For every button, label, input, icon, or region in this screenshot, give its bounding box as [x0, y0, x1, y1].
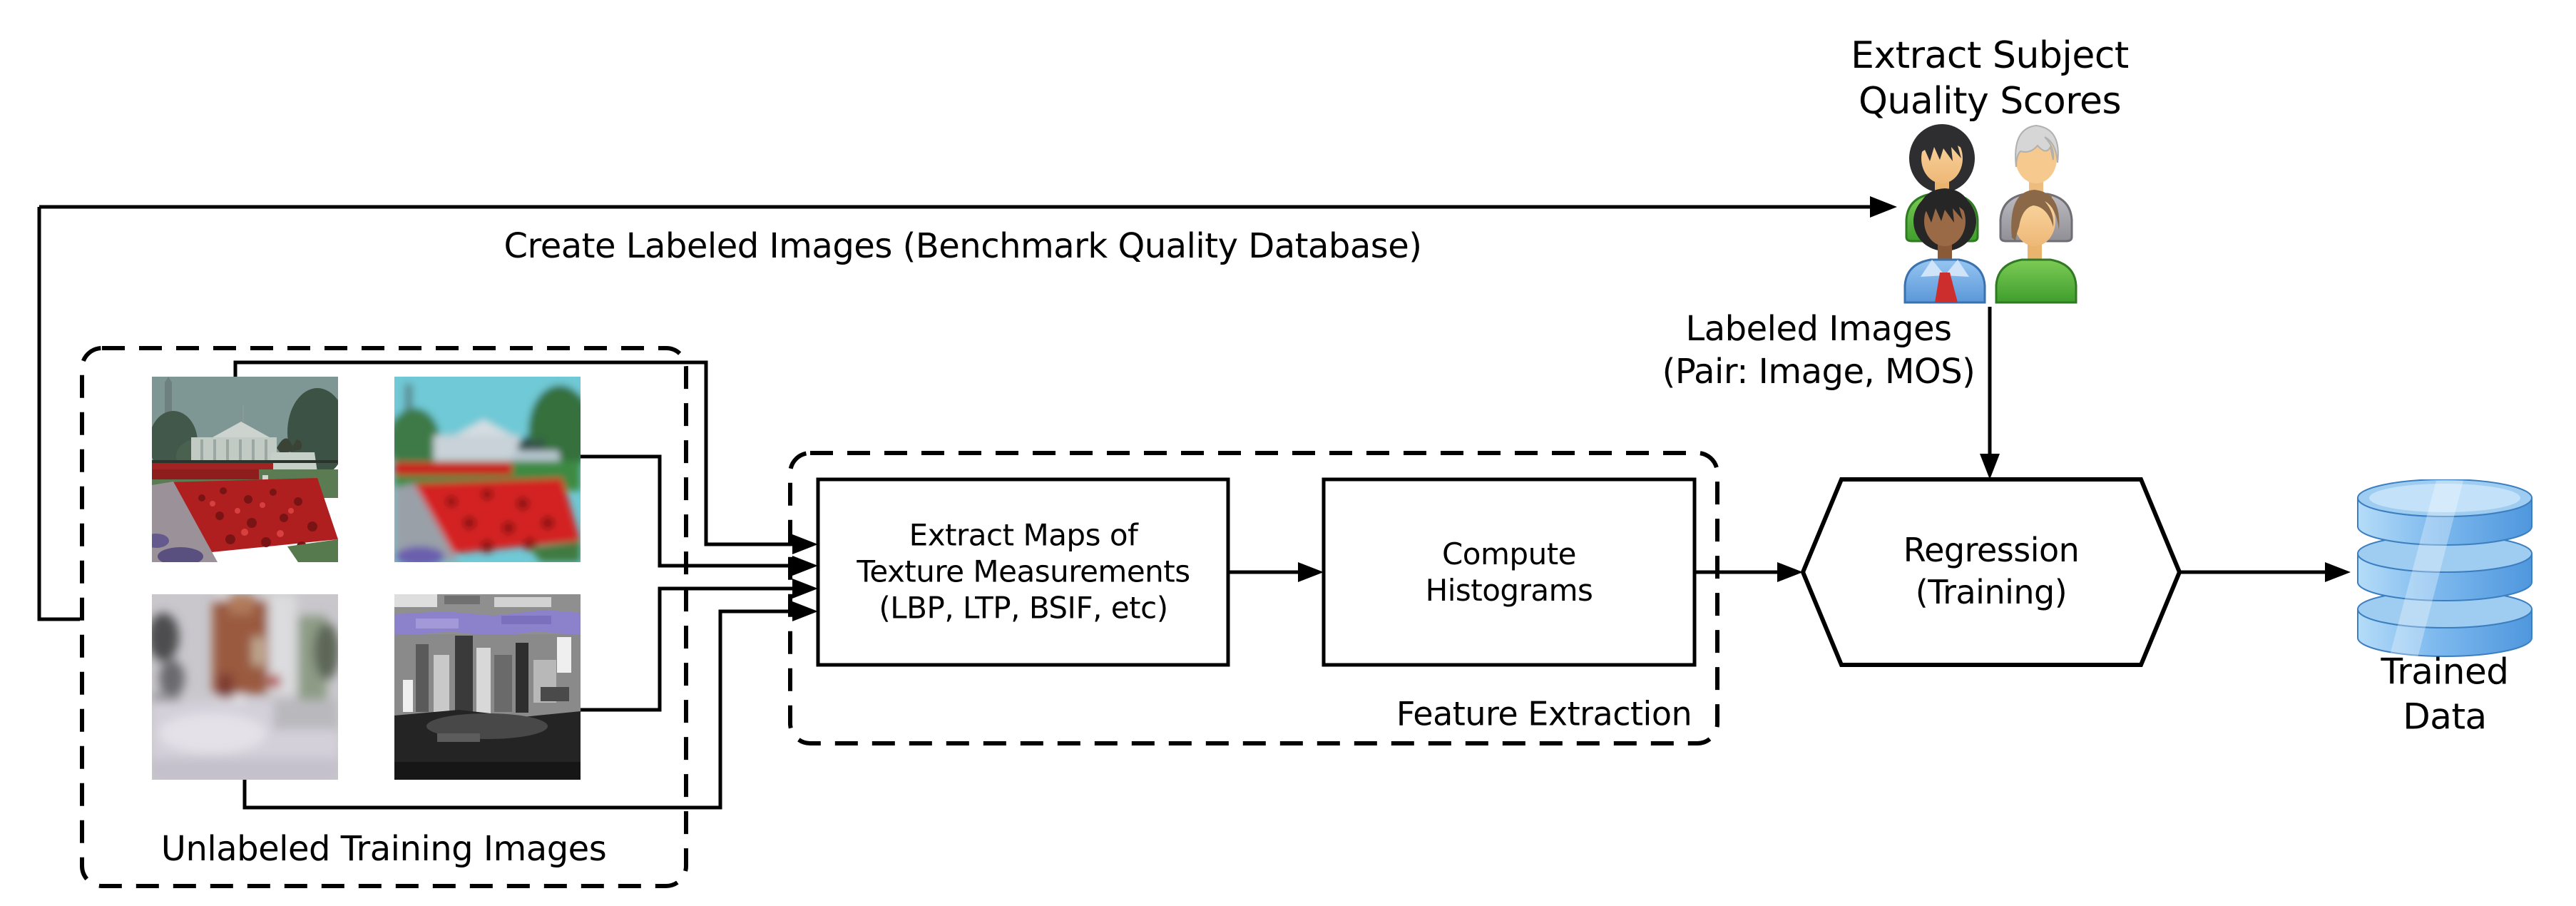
- person-green-shirt-icon: [1995, 190, 2077, 304]
- extract-maps-node: [816, 477, 1230, 667]
- training-image-posterized: [394, 594, 581, 780]
- connector-arrow-to-unlabeled-box: [37, 207, 80, 621]
- trained-data-label: Trained Data: [2381, 651, 2509, 738]
- training-image-low-quality: [152, 594, 338, 780]
- wire-image4-to-extract: [581, 586, 806, 712]
- regression-training-label: Regression (Training): [1903, 531, 2080, 611]
- compute-histograms-label: Compute Histograms: [1425, 536, 1593, 608]
- training-image-sharp-reference: [152, 377, 338, 562]
- four-evaluators-people-icon: [1903, 124, 2077, 304]
- create-labeled-images-label: Create Labeled Images (Benchmark Quality…: [504, 226, 1422, 266]
- arrowheads: [792, 196, 2351, 621]
- unlabeled-training-images-box: [80, 346, 688, 888]
- extract-maps-label: Extract Maps of Texture Measurements (LB…: [857, 517, 1190, 626]
- compute-histograms-node: [1322, 477, 1697, 667]
- wire-image1-to-extract: [233, 360, 806, 546]
- feature-extraction-box: [788, 451, 1719, 745]
- database-icon: [2357, 479, 2532, 658]
- wire-image3-to-extract: [242, 609, 806, 810]
- wire-image2-to-extract: [581, 454, 806, 568]
- unlabeled-training-images-label: Unlabeled Training Images: [160, 829, 607, 869]
- training-image-blurred: [394, 377, 581, 562]
- labeled-images-pair-label: Labeled Images (Pair: Image, MOS): [1662, 309, 1976, 392]
- feature-extraction-label: Feature Extraction: [1396, 694, 1692, 733]
- regression-hexagon-node: [1800, 477, 2182, 667]
- person-man-blue-shirt-icon: [1903, 188, 1986, 304]
- extract-subject-scores-title: Extract Subject Quality Scores: [1851, 34, 2129, 123]
